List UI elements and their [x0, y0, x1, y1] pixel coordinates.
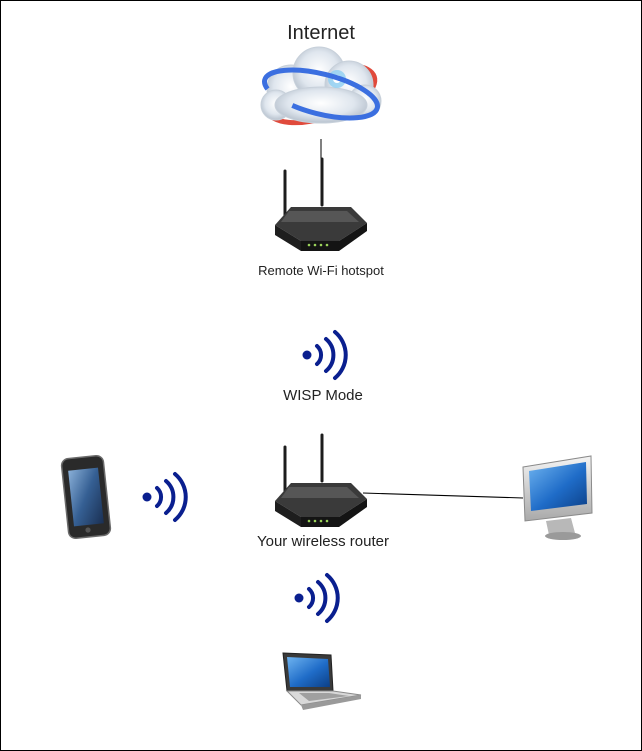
internet-label: Internet — [287, 22, 355, 44]
smartphone-icon — [60, 454, 112, 540]
laptop-wifi-signal-icon — [292, 573, 340, 623]
laptop-icon — [282, 652, 362, 710]
desktop-monitor-icon — [522, 455, 593, 540]
hotspot-router-icon — [273, 157, 369, 253]
your-router-label: Your wireless router — [257, 533, 389, 550]
cloud-globe-icon — [260, 46, 382, 126]
your-router-icon — [273, 433, 369, 529]
hotspot-label: Remote Wi-Fi hotspot — [258, 263, 384, 278]
wisp-wifi-signal-icon — [300, 330, 348, 380]
phone-wifi-signal-icon — [140, 472, 188, 522]
wisp-label: WISP Mode — [283, 387, 363, 404]
router-monitor-link — [362, 492, 524, 499]
